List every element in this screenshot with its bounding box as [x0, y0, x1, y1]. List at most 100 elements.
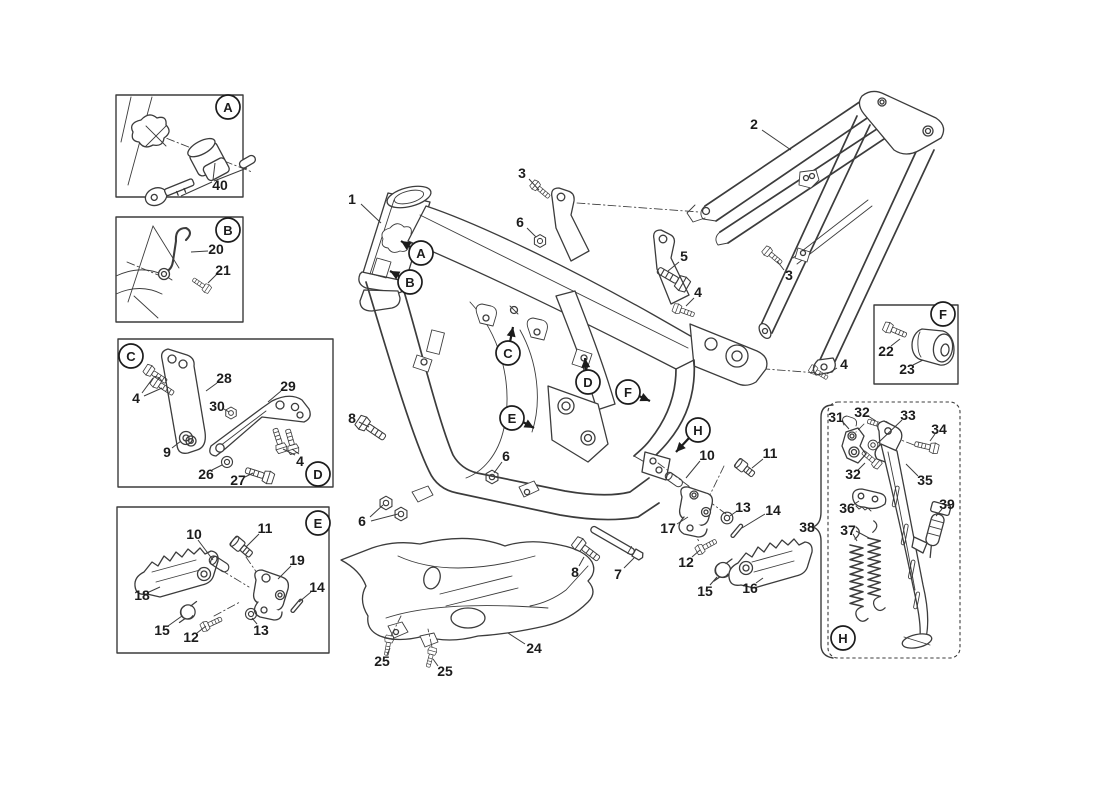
washer-13-drawing — [720, 511, 734, 525]
detail-letter-label: B — [405, 275, 414, 290]
rear-subframe-drawing — [686, 90, 945, 383]
detail-marker-B-box: B — [215, 217, 241, 243]
hook-20-drawing — [157, 226, 192, 281]
detail-marker-D-pointer: D — [575, 357, 601, 395]
detail-marker-E-box: E — [305, 510, 331, 536]
part-number-label: 15 — [697, 583, 713, 599]
seat-bracket — [551, 187, 590, 262]
detail-marker-C-box: C — [118, 343, 144, 369]
detail-box-cd — [117, 338, 334, 488]
part-callout-7: 7 — [614, 557, 635, 582]
nut-6-drawing — [379, 495, 393, 511]
washer-26-drawing — [220, 455, 234, 469]
part-number-label: 34 — [931, 421, 947, 437]
detail-box-cd-border — [117, 338, 334, 488]
detail-letter-label: C — [503, 346, 513, 361]
line-art-layer — [115, 90, 961, 669]
part-number-label: 11 — [258, 520, 273, 536]
part-number-label: 19 — [289, 552, 305, 568]
bushing-23-drawing — [911, 328, 955, 366]
part-callout-23: 23 — [899, 359, 924, 377]
roll-pin-14-drawing — [730, 523, 744, 539]
bracket-29-drawing — [209, 395, 311, 457]
spring-15-drawing — [178, 600, 198, 624]
part-number-label: 25 — [374, 653, 390, 669]
part-callout-13: 13 — [251, 617, 269, 638]
part-number-label: 8 — [348, 410, 356, 426]
part-callout-24: 24 — [507, 632, 542, 656]
part-number-label: 4 — [694, 284, 702, 300]
part-number-label: 6 — [502, 448, 510, 464]
part-callout-17: 17 — [660, 516, 689, 536]
rear-loop — [647, 359, 696, 465]
detail-letter-label: C — [126, 349, 136, 364]
part-callout-14: 14 — [298, 579, 325, 603]
part-callout-10: 10 — [186, 526, 214, 561]
part-callout-4: 4 — [282, 448, 304, 469]
part-callout-26: 26 — [198, 464, 223, 482]
part-number-label: 9 — [163, 444, 171, 460]
detail-marker-D-box: D — [305, 461, 331, 487]
footpeg-assembly-drawing — [657, 457, 813, 589]
part-callout-31: 31 — [828, 409, 850, 430]
detail-letter-label: F — [939, 307, 947, 322]
detail-marker-E-pointer: E — [499, 405, 535, 431]
part-callout-3: 3 — [776, 260, 793, 283]
detail-box-b-border — [115, 216, 244, 323]
part-callout-39: 39 — [935, 496, 955, 517]
detail-marker-H-box: H — [830, 625, 856, 651]
detail-letter-label: H — [838, 631, 847, 646]
part-callout-32: 32 — [854, 404, 877, 422]
part-callout-14: 14 — [741, 502, 781, 529]
part-number-label: 14 — [309, 579, 325, 595]
part-callout-4: 4 — [132, 377, 163, 406]
bolt-12-drawing — [199, 613, 224, 633]
bracket-19-drawing — [252, 569, 290, 621]
part-number-label: 6 — [516, 214, 524, 230]
nut-30-drawing — [225, 406, 237, 420]
spring-37-drawing — [849, 526, 869, 623]
part-number-label: 20 — [208, 241, 224, 257]
part-callout-6: 6 — [516, 214, 537, 238]
washer-13-drawing — [244, 607, 258, 621]
part-number-label: 3 — [518, 165, 526, 181]
bolt-25-drawing — [423, 646, 438, 669]
part-callout-38: 38 — [799, 519, 815, 535]
part-callout-30: 30 — [209, 398, 230, 414]
part-callout-1: 1 — [348, 191, 382, 224]
part-number-label: 4 — [840, 356, 848, 372]
part-callout-25: 25 — [374, 647, 391, 669]
bolt-8-drawing — [353, 413, 390, 445]
detail-marker-A-box: A — [215, 94, 241, 120]
part-callout-18: 18 — [134, 586, 161, 603]
detail-marker-B-pointer: B — [389, 269, 423, 295]
part-callout-10: 10 — [685, 447, 715, 479]
part-number-label: 39 — [939, 496, 955, 512]
part-callout-34: 34 — [929, 421, 947, 442]
bolt-4-drawing — [281, 427, 301, 456]
part-number-label: 1 — [348, 191, 356, 207]
part-callout-32: 32 — [845, 462, 866, 482]
part-callout-4: 4 — [685, 284, 702, 307]
detail-marker-C-pointer: C — [495, 326, 521, 366]
bracket-17-drawing — [678, 486, 714, 538]
detail-letter-label: A — [416, 246, 426, 261]
detail-letter-label: A — [223, 100, 233, 115]
part-callout-3: 3 — [518, 165, 540, 191]
part-callout-19: 19 — [277, 552, 305, 580]
part-number-label: 27 — [230, 472, 246, 488]
grommet-drawing — [130, 114, 170, 148]
part-number-label: 10 — [186, 526, 202, 542]
detail-box-f — [873, 304, 959, 385]
part-number-label: 32 — [845, 466, 861, 482]
part-callout-40: 40 — [180, 162, 248, 197]
bolt-3-drawing — [760, 244, 785, 268]
bolt-27-drawing — [243, 463, 276, 486]
part-callout-36: 36 — [839, 500, 860, 516]
part-number-label: 12 — [678, 554, 694, 570]
bolt-4-drawing — [671, 302, 697, 320]
part-number-label: 25 — [437, 663, 453, 679]
detail-letter-label: E — [314, 516, 323, 531]
part-callout-16: 16 — [742, 577, 764, 596]
pin-10-drawing — [663, 470, 685, 489]
